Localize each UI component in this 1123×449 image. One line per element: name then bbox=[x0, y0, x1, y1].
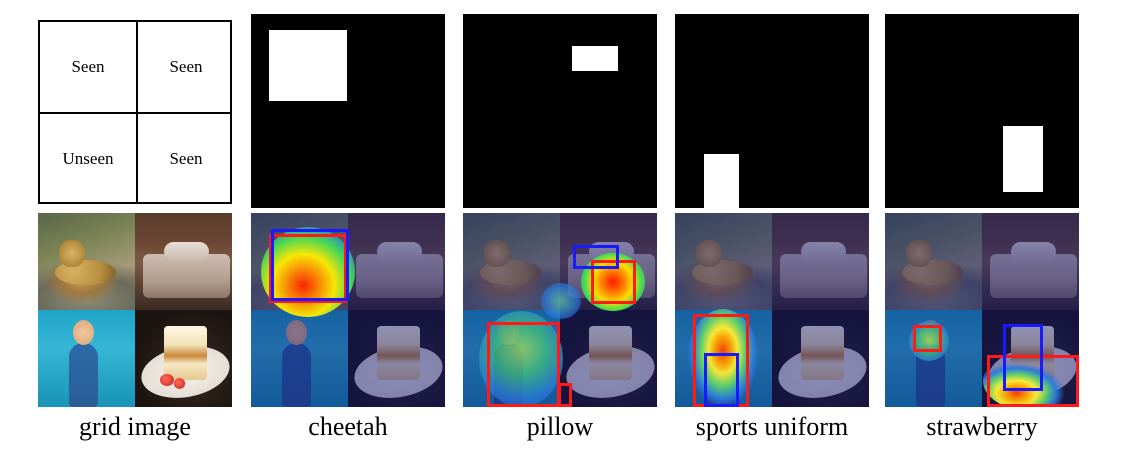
caption-sports-uniform: sports uniform bbox=[695, 412, 849, 441]
caption-pillow: pillow bbox=[526, 412, 594, 441]
caption-grid-image: grid image bbox=[79, 412, 191, 441]
ground-truth-box bbox=[573, 245, 619, 269]
prediction-box bbox=[913, 325, 942, 352]
pool-kid-photo bbox=[38, 310, 135, 407]
grid-divider-horizontal bbox=[40, 112, 230, 114]
prediction-box bbox=[591, 260, 636, 304]
bed-photo bbox=[135, 213, 232, 310]
mask-pillow bbox=[463, 14, 657, 208]
grid-image bbox=[38, 213, 232, 407]
attention-map-strawberry bbox=[885, 213, 1079, 407]
grid-cell-top-right: Seen bbox=[169, 57, 203, 76]
attention-map-cheetah bbox=[251, 213, 445, 407]
grid-diagram: Seen Seen Unseen Seen bbox=[38, 20, 232, 204]
prediction-box bbox=[987, 355, 1079, 407]
grid-cell-bottom-left: Unseen bbox=[62, 149, 114, 168]
mask-strawberry bbox=[885, 14, 1079, 208]
mask-sports-uniform bbox=[675, 14, 869, 208]
ground-truth-box bbox=[1003, 324, 1043, 391]
attention-map-sports-uniform bbox=[675, 213, 869, 407]
grid-cell-bottom-right: Seen bbox=[169, 149, 203, 168]
mask-cheetah bbox=[251, 14, 445, 208]
mask-region bbox=[1003, 126, 1043, 192]
prediction-box bbox=[269, 234, 347, 303]
grid-cell-top-left: Seen bbox=[71, 57, 105, 76]
prediction-box bbox=[487, 322, 560, 407]
cake-photo bbox=[135, 310, 232, 407]
ground-truth-box bbox=[704, 353, 739, 407]
mask-region bbox=[572, 46, 618, 71]
cheetah-photo bbox=[38, 213, 135, 310]
caption-strawberry: strawberry bbox=[926, 412, 1038, 441]
ground-truth-box bbox=[271, 229, 349, 301]
mask-region bbox=[269, 30, 347, 101]
caption-cheetah: cheetah bbox=[308, 412, 388, 441]
attention-map-pillow bbox=[463, 213, 657, 407]
mask-region bbox=[704, 154, 739, 208]
prediction-box bbox=[558, 383, 572, 407]
